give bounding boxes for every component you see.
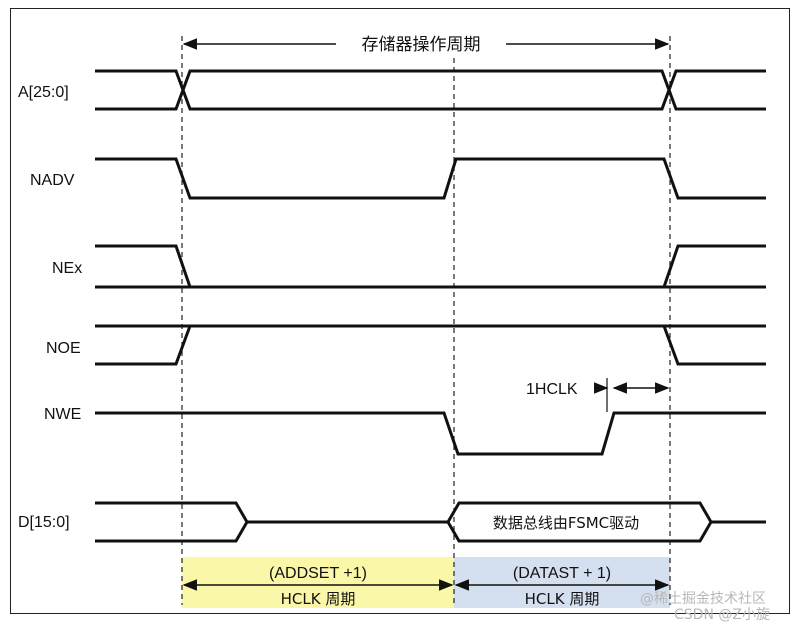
datast-bottom-label: HCLK 周期: [525, 590, 600, 608]
nwe-waveform: [95, 411, 766, 456]
noe-waveform: [95, 324, 766, 366]
signal-label-nadv: NADV: [30, 172, 75, 189]
signal-label-nex: NEx: [52, 260, 82, 277]
signal-label-nwe: NWE: [44, 406, 81, 423]
diagram-frame: [10, 8, 790, 614]
cycle-title: 存储器操作周期: [362, 35, 481, 55]
watermark-line2: CSDN @Z小旋: [674, 607, 770, 623]
datast-top-label: (DATAST + 1): [513, 565, 611, 582]
signal-label-noe: NOE: [46, 340, 81, 357]
addset-top-label: (ADDSET +1): [269, 565, 367, 582]
data-bus-note: 数据总线由FSMC驱动: [493, 514, 639, 532]
addr-waveform: [95, 69, 766, 111]
signal-label-addr: A[25:0]: [18, 84, 69, 101]
nex-waveform: [95, 244, 766, 289]
addset-bottom-label: HCLK 周期: [281, 590, 356, 608]
watermark-line1: @稀土掘金技术社区: [640, 591, 766, 607]
data-waveform: [95, 501, 766, 543]
hclk-note: 1HCLK: [526, 381, 578, 398]
nadv-waveform: [95, 157, 766, 200]
signal-label-data: D[15:0]: [18, 514, 70, 531]
